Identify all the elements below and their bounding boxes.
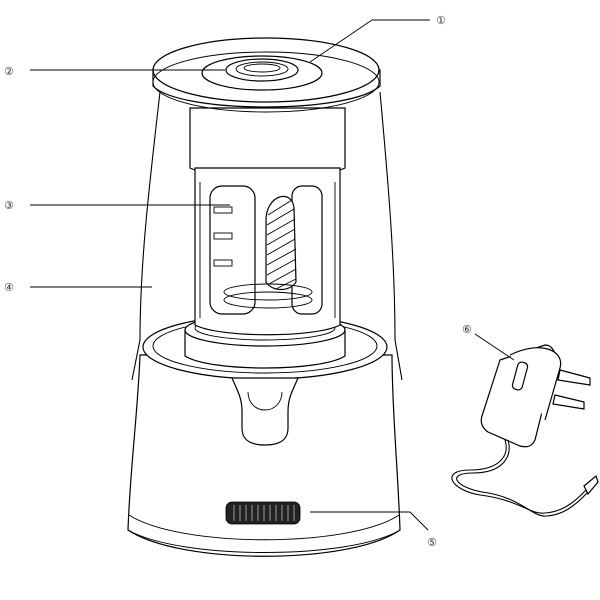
callout-4: ④ xyxy=(4,281,14,294)
blade-cage xyxy=(189,107,346,336)
callout-2: ② xyxy=(4,65,14,78)
dial xyxy=(225,501,301,525)
leader-lines xyxy=(30,19,515,531)
callout-1: ① xyxy=(436,14,446,27)
base xyxy=(127,354,401,557)
power-adapter xyxy=(451,344,599,517)
top-cap xyxy=(152,37,381,113)
callout-3: ③ xyxy=(4,199,14,212)
callout-5: ⑤ xyxy=(427,536,437,549)
callout-6: ⑥ xyxy=(462,323,472,336)
callout-labels: ① ② ③ ④ ⑤ ⑥ xyxy=(4,14,472,549)
spiral-cutter xyxy=(265,195,297,291)
